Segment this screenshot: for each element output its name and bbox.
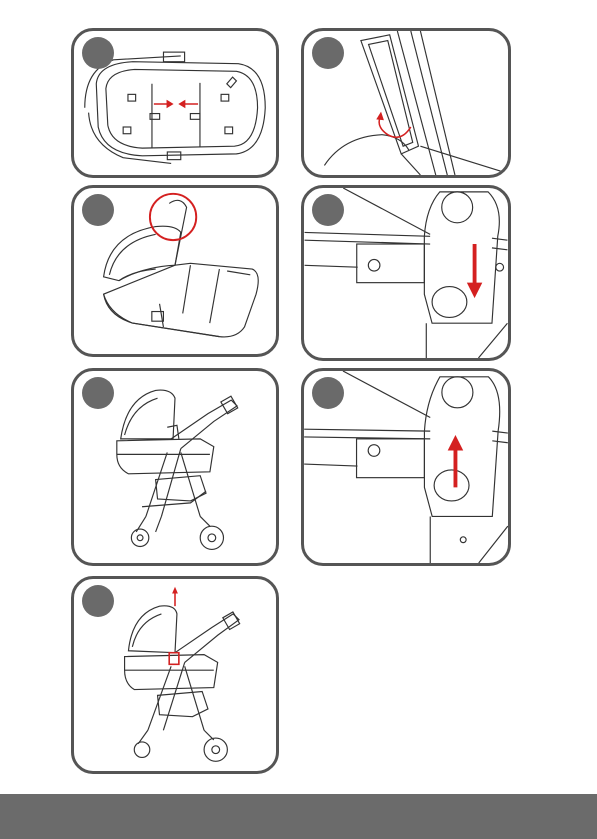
step-panel-2: [301, 28, 511, 178]
step-panel-7: [71, 576, 279, 774]
step-badge-3: [82, 194, 114, 226]
step-badge-2: [312, 37, 344, 69]
footer-bar: [0, 794, 597, 839]
step-badge-7: [82, 585, 114, 617]
step-badge-6: [312, 377, 344, 409]
step-badge-5: [82, 377, 114, 409]
step-panel-5: [71, 368, 279, 566]
step-badge-4: [312, 194, 344, 226]
step-badge-1: [82, 37, 114, 69]
step-panel-1: [71, 28, 279, 178]
step-panel-4: [301, 185, 511, 361]
step-panel-6: [301, 368, 511, 566]
step-panel-3: [71, 185, 279, 357]
